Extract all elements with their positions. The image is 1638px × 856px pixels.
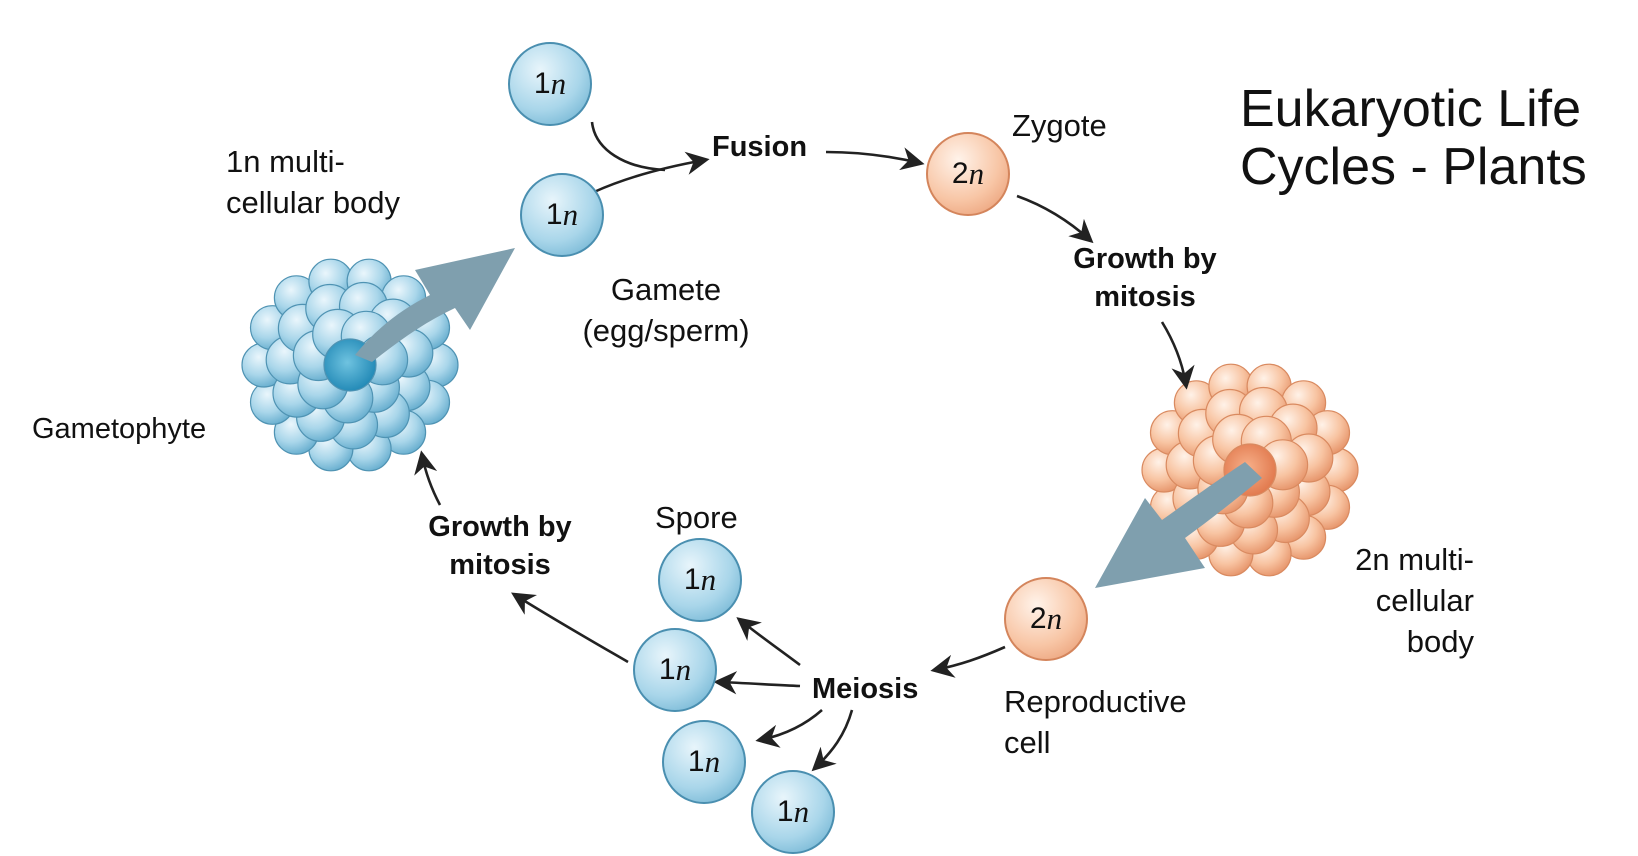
cell-ploidy: n [550,66,567,101]
label-line: 1n multi- [226,144,345,179]
arrow-zygote-to-growth [1016,194,1094,244]
cell-number: 1 [545,198,563,231]
arrow-meiosis-to-spore3 [755,709,823,748]
title-line-1: Eukaryotic Life [1240,80,1582,138]
cell-ploidy: n [1046,601,1063,636]
label-line: cell [1004,724,1051,760]
label-gamete: Gamete (egg/sperm) [556,270,776,352]
cell-ploidy: n [700,562,717,597]
arrow-gamete-to-fusion [593,151,710,194]
cell-number: 1 [776,795,794,828]
arrow-meiosis-to-spore1 [736,617,801,667]
label-growth-by-mitosis-bottom: Growth by mitosis [400,508,600,585]
label-line: Reproductive [1004,684,1187,719]
cell-number: 1 [683,563,701,596]
title-line-2: Cycles - Plants [1240,138,1587,197]
label-line: Gamete [610,272,722,307]
label-spore: Spore [655,500,738,535]
gametophyte-cluster [241,258,459,472]
label-line: cellular [1375,582,1474,618]
cell-number: 2 [951,157,969,190]
label-reproductive-cell: Reproductive cell [1004,682,1187,764]
label-growth-by-mitosis-top: Growth by mitosis [1040,240,1250,317]
label-fusion: Fusion [712,131,808,163]
label-1n-multicellular-body: 1n multi- cellular body [226,142,400,224]
arrow-spore-to-growth [511,592,629,664]
arrow-meiosis-to-spore4 [811,709,854,772]
label-line: cellular body [226,184,401,220]
cell-number: 1 [687,745,705,778]
cell-ploidy: n [562,197,579,232]
cycle-arrows [414,121,1195,772]
cell-number: 2 [1029,602,1047,635]
big-arrow-sporophyte-to-reproductive [1095,462,1262,588]
label-2n-multicellular-body: 2n multi- cellular body [1290,540,1474,663]
arrow-gamete-top-merge [590,121,666,172]
arrow-growth-to-sporophyte [1160,321,1195,390]
diagram-title: Eukaryotic Life Cycles - Plants [1240,80,1587,196]
arrow-meiosis-to-spore2 [713,671,801,695]
cell-ploidy: n [704,744,721,779]
cell-number: 1 [533,67,551,100]
cell-ploidy: n [968,156,985,191]
label-line: 2n multi- [1355,542,1474,577]
label-zygote: Zygote [1012,108,1107,143]
label-line: Growth by [428,511,572,543]
label-line: (egg/sperm) [582,312,750,348]
arrow-reproductive-to-meiosis [930,645,1006,678]
arrow-fusion-to-zygote [825,147,925,171]
label-meiosis: Meiosis [812,673,919,705]
label-line: Growth by [1073,243,1217,275]
cell-number: 1 [658,653,676,686]
cell-ploidy: n [675,652,692,687]
cell-ploidy: n [793,794,810,829]
label-line: mitosis [1094,281,1196,314]
label-line: mitosis [449,549,551,582]
big-arrow-gametophyte-to-gamete [355,248,515,362]
label-line: body [1406,623,1474,659]
label-gametophyte: Gametophyte [32,413,207,445]
arrow-growth-to-gametophyte [414,450,442,506]
